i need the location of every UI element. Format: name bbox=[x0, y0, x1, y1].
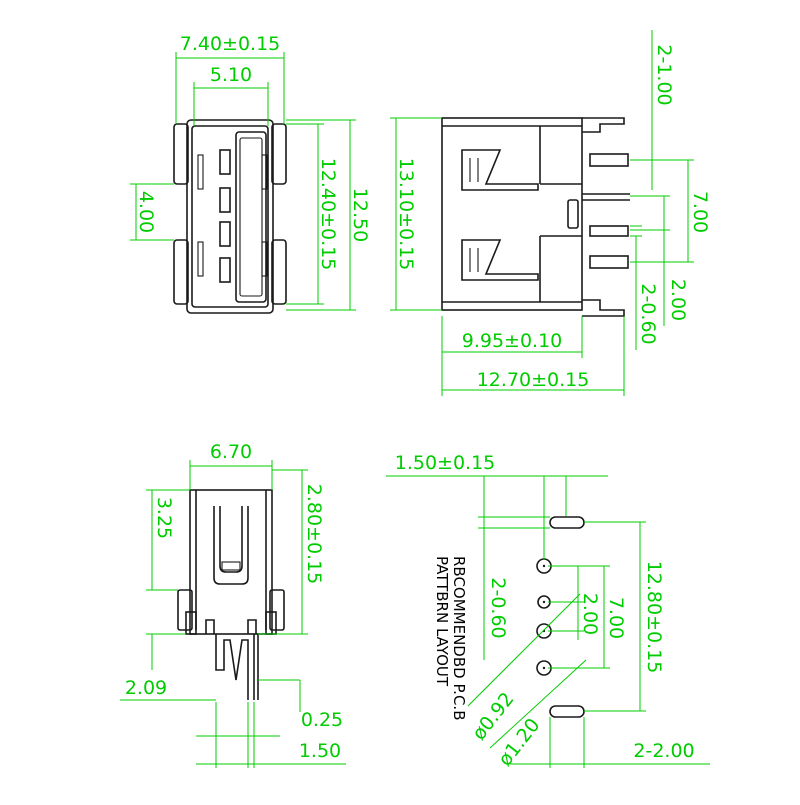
side-pin-span-label: 7.00 bbox=[689, 191, 711, 233]
pcb-layout: RBCOMMENDBD P.C.B PATTBRN LAYOUT 1.50±0.… bbox=[386, 452, 710, 770]
front-height-total-label: 12.50 bbox=[349, 188, 371, 242]
bottom-pin-length-label: 2.80±0.15 bbox=[303, 484, 325, 585]
side-latch-bottom bbox=[461, 239, 539, 281]
bottom-body-outline bbox=[189, 489, 273, 635]
side-total-depth-label: 12.70±0.15 bbox=[477, 369, 590, 391]
front-spring-left-2 bbox=[197, 241, 204, 277]
front-tab-top-right bbox=[271, 123, 287, 185]
pcb-title-line1: RBCOMMENDBD P.C.B bbox=[450, 556, 468, 720]
front-contact-4 bbox=[219, 257, 231, 283]
pcb-height-label: 12.80±0.15 bbox=[643, 561, 665, 674]
front-tongue-inner bbox=[239, 137, 263, 297]
bottom-tab-left bbox=[177, 589, 193, 631]
side-pin-4 bbox=[589, 255, 629, 269]
pcb-slot-length-label: 2-2.00 bbox=[633, 740, 694, 762]
bottom-view: 6.70 3.25 2.80±0.15 2.09 0.25 1.50 bbox=[120, 441, 346, 768]
front-spring-right-2 bbox=[261, 241, 268, 277]
front-tab-bottom-left bbox=[173, 239, 189, 305]
front-tongue bbox=[235, 131, 267, 303]
front-tab-bottom-right bbox=[271, 239, 287, 305]
front-spring-right-1 bbox=[261, 154, 268, 190]
front-spring-left-1 bbox=[197, 154, 204, 190]
pcb-title-line2: PATTBRN LAYOUT bbox=[433, 556, 451, 687]
side-body-outline bbox=[441, 117, 583, 311]
side-pin-3 bbox=[589, 225, 629, 237]
front-contact-1 bbox=[219, 149, 231, 175]
pcb-slot-bottom bbox=[549, 705, 585, 718]
front-view: 7.40±0.15 5.10 4.00 12.40±0.15 12.50 bbox=[130, 33, 371, 314]
bottom-pin-gap-label: 1.50 bbox=[299, 740, 341, 762]
side-window bbox=[567, 199, 579, 229]
bottom-tongue bbox=[213, 506, 249, 585]
front-width-opening-label: 5.10 bbox=[210, 64, 252, 86]
side-height-label: 13.10±0.15 bbox=[395, 158, 417, 271]
pcb-pin-span-label: 7.00 bbox=[605, 597, 627, 639]
side-tab-width-label: 2-0.60 bbox=[637, 283, 659, 344]
bottom-offset-label: 2.09 bbox=[125, 677, 167, 699]
side-body-depth-label: 9.95±0.10 bbox=[462, 330, 563, 352]
front-body-inner bbox=[191, 125, 269, 308]
bottom-tab-height-label: 3.25 bbox=[153, 497, 175, 539]
pcb-pin-spacing-label: 2.00 bbox=[579, 593, 601, 635]
side-pin-1 bbox=[589, 153, 629, 167]
bottom-tab-right bbox=[269, 589, 285, 631]
front-height-tabs-label: 4.00 bbox=[135, 191, 157, 233]
pcb-slot-offset-label: 1.50±0.15 bbox=[395, 452, 496, 474]
bottom-pin-thickness-label: 0.25 bbox=[301, 709, 343, 731]
front-contact-2 bbox=[219, 187, 231, 213]
bottom-width-label: 6.70 bbox=[210, 441, 252, 463]
pcb-slot-top bbox=[549, 516, 585, 529]
side-tab-spacing-label: 2.00 bbox=[667, 279, 689, 321]
side-view: 13.10±0.15 2-1.00 7.00 2.00 2-0.60 9.95±… bbox=[390, 30, 711, 396]
front-tab-top-left bbox=[173, 123, 189, 185]
side-latch-top bbox=[461, 149, 539, 191]
front-width-total-label: 7.40±0.15 bbox=[180, 33, 281, 55]
pcb-slot-width-label: 2-0.60 bbox=[487, 577, 509, 638]
front-contact-3 bbox=[219, 221, 231, 247]
side-pin-pitch-label: 2-1.00 bbox=[653, 44, 675, 105]
front-body-outline bbox=[186, 119, 274, 314]
bottom-pin-fork bbox=[215, 634, 249, 700]
front-height-body-label: 12.40±0.15 bbox=[317, 158, 339, 271]
